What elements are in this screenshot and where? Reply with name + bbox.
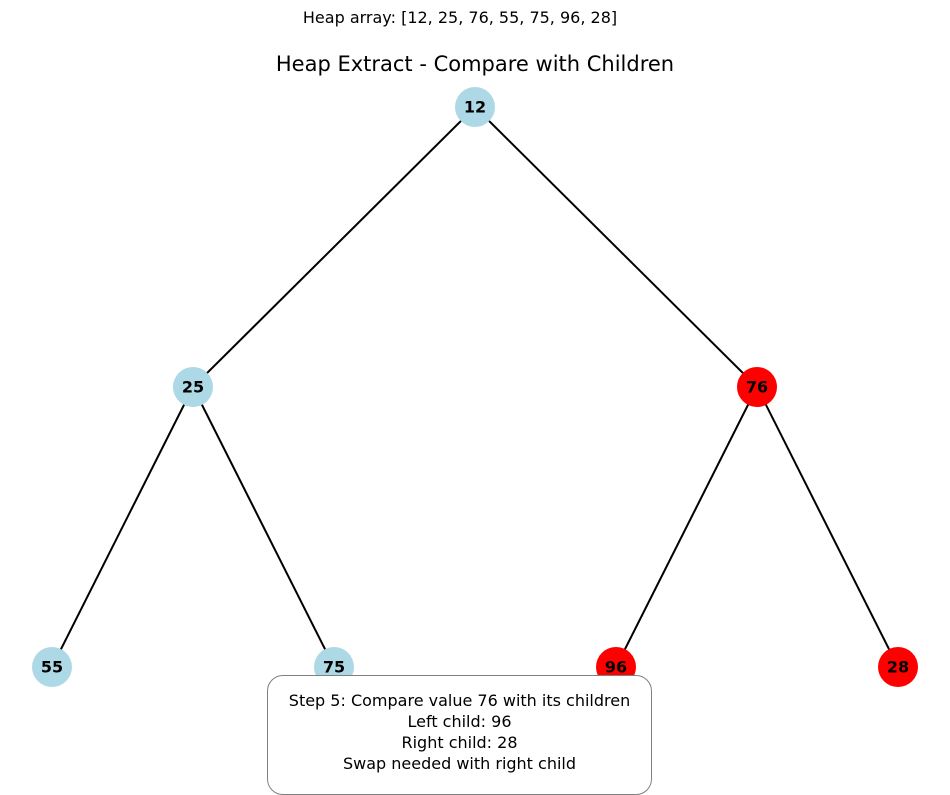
heap-node-circle (878, 647, 918, 687)
step-line-1: Step 5: Compare value 76 with its childr… (288, 691, 631, 710)
step-line-2: Left child: 96 (407, 712, 512, 731)
heap-node: 76 (737, 367, 777, 407)
heap-node-value: 12 (464, 98, 486, 117)
heap-array-label: Heap array: [12, 25, 76, 55, 75, 96, 28] (302, 8, 618, 27)
step-description-box: Step 5: Compare value 76 with its childr… (267, 675, 652, 795)
heap-node: 28 (878, 647, 918, 687)
tree-edge (474, 106, 758, 388)
tree-edge (192, 386, 335, 668)
heap-node-value: 25 (182, 378, 204, 397)
heap-node: 12 (455, 87, 495, 127)
heap-node: 55 (32, 647, 72, 687)
heap-node: 25 (173, 367, 213, 407)
heap-node-value: 75 (323, 658, 345, 677)
heap-node-circle (455, 87, 495, 127)
heap-node-value: 28 (887, 658, 909, 677)
tree-edge (51, 386, 194, 668)
tree-edge (615, 386, 758, 668)
tree-edge (756, 386, 899, 668)
tree-nodes: 12 25 76 55 75 96 28 (32, 87, 918, 687)
step-line-3: Right child: 28 (401, 733, 518, 752)
step-line-4: Swap needed with right child (342, 754, 577, 773)
heap-node-value: 55 (41, 658, 63, 677)
heap-node-circle (173, 367, 213, 407)
diagram-title: Heap Extract - Compare with Children (275, 52, 675, 76)
heap-node-value: 76 (746, 378, 768, 397)
heap-node-circle (737, 367, 777, 407)
heap-node-value: 96 (605, 658, 627, 677)
tree-edges (51, 106, 899, 668)
tree-edge (192, 106, 476, 388)
heap-node-circle (32, 647, 72, 687)
